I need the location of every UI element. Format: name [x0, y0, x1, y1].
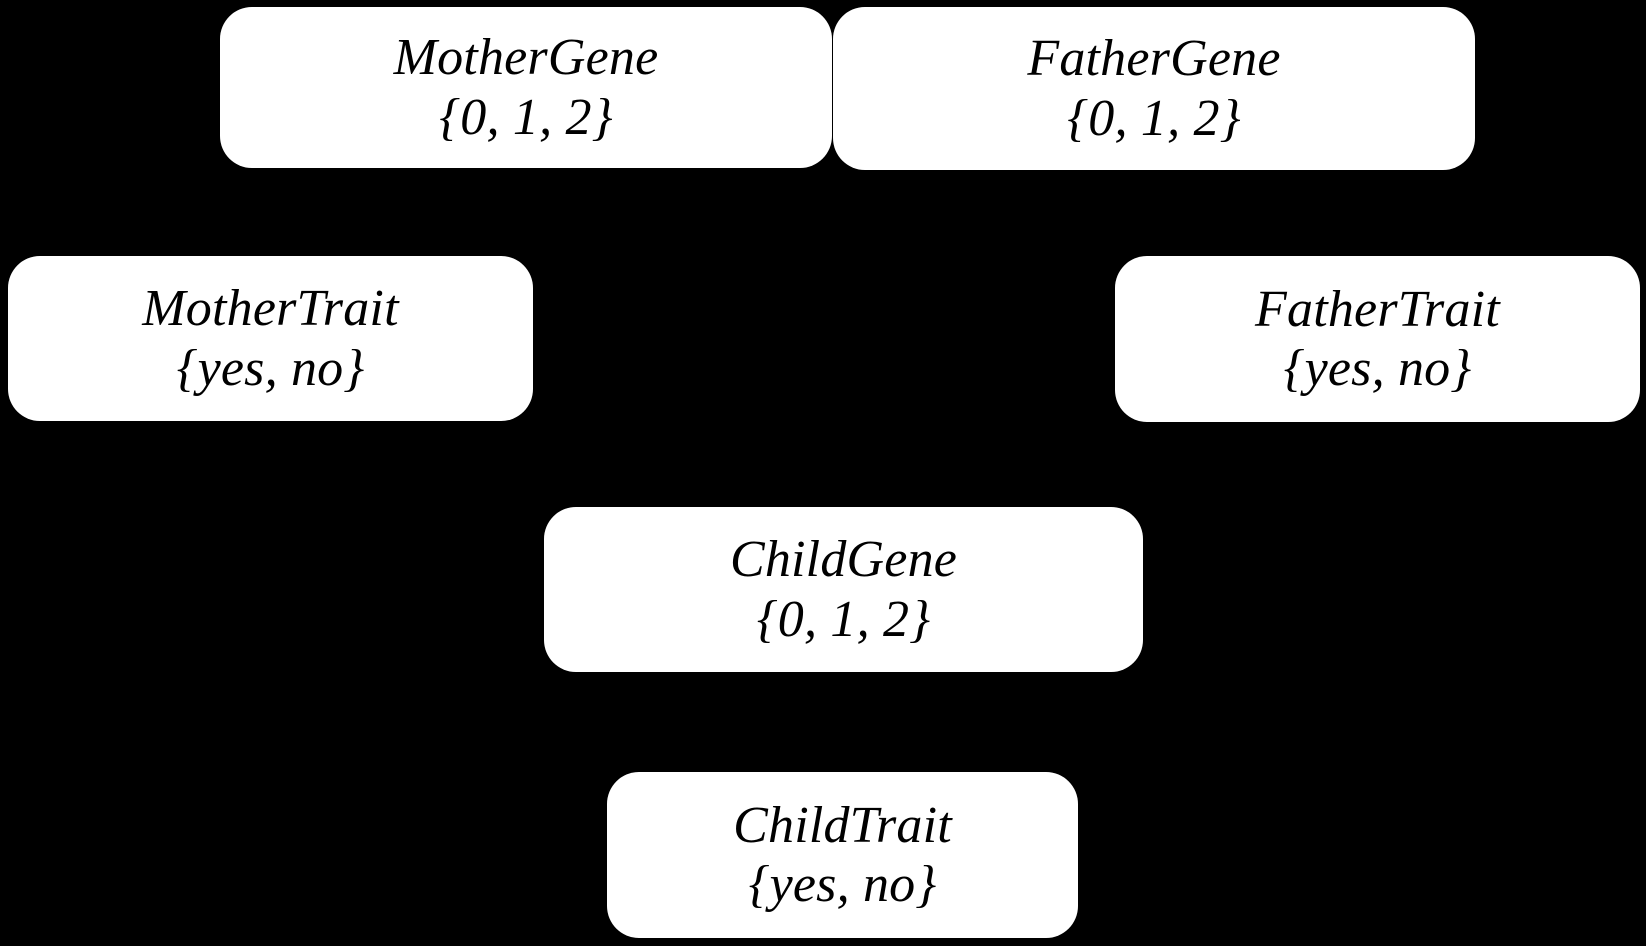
- node-child-trait-label: ChildTrait: [733, 796, 952, 854]
- node-mother-trait-label: MotherTrait: [142, 280, 399, 338]
- node-child-trait-domain: {yes, no}: [748, 856, 937, 913]
- node-father-trait-label: FatherTrait: [1255, 280, 1500, 338]
- node-mother-gene-label: MotherGene: [393, 29, 659, 87]
- node-mother-gene[interactable]: MotherGene {0, 1, 2}: [220, 7, 832, 168]
- node-child-gene-domain: {0, 1, 2}: [756, 590, 931, 648]
- node-child-gene-label: ChildGene: [729, 531, 958, 589]
- node-father-gene-domain: {0, 1, 2}: [1067, 89, 1241, 147]
- node-child-trait[interactable]: ChildTrait {yes, no}: [607, 772, 1078, 938]
- node-father-gene[interactable]: FatherGene {0, 1, 2}: [833, 7, 1475, 170]
- node-father-gene-label: FatherGene: [1027, 30, 1281, 88]
- node-mother-trait[interactable]: MotherTrait {yes, no}: [8, 256, 533, 421]
- node-child-gene[interactable]: ChildGene {0, 1, 2}: [544, 507, 1143, 672]
- node-mother-trait-domain: {yes, no}: [176, 339, 365, 397]
- node-mother-gene-domain: {0, 1, 2}: [439, 88, 613, 146]
- node-father-trait[interactable]: FatherTrait {yes, no}: [1115, 256, 1640, 422]
- node-father-trait-domain: {yes, no}: [1283, 340, 1472, 397]
